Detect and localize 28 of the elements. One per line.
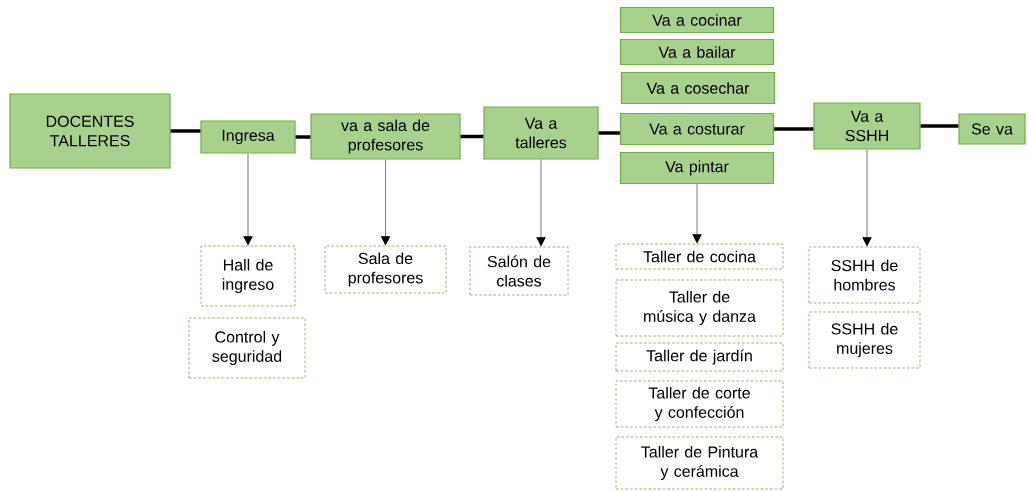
process-box: Va a cosechar xyxy=(620,71,776,105)
process-box: Va a bailar xyxy=(619,38,775,66)
connector-line xyxy=(920,124,959,128)
connector-line xyxy=(295,135,311,139)
process-box: Va pintar xyxy=(619,151,775,185)
connector-line xyxy=(774,127,814,131)
location-box: Taller de Pintura y cerámica xyxy=(615,436,784,490)
connector-line xyxy=(598,131,620,135)
location-box: Taller de música y danza xyxy=(615,279,784,337)
location-box: SSHH de mujeres xyxy=(808,311,921,369)
location-box: Taller de jardín xyxy=(615,342,784,372)
process-box: Va a SSHH xyxy=(813,102,921,150)
location-box: SSHH de hombres xyxy=(808,246,921,304)
process-box: Ingresa xyxy=(200,120,296,154)
process-box: va a sala de profesores xyxy=(310,113,461,160)
process-box: Se va xyxy=(958,113,1026,145)
location-box: Control y seguridad xyxy=(188,317,306,379)
connector-line xyxy=(170,129,201,133)
process-box: Va a cocinar xyxy=(619,6,775,34)
connector-line xyxy=(460,134,484,139)
location-box: Taller de cocina xyxy=(615,243,784,270)
location-box: Salón de clases xyxy=(469,246,569,296)
process-box: DOCENTES TALLERES xyxy=(9,93,171,169)
location-box: Sala de profesores xyxy=(324,245,447,294)
process-box: Va a costurar xyxy=(619,112,775,146)
location-box: Hall de ingreso xyxy=(200,245,296,307)
process-box: Va a talleres xyxy=(483,106,599,160)
location-box: Taller de corte y confección xyxy=(615,380,784,428)
